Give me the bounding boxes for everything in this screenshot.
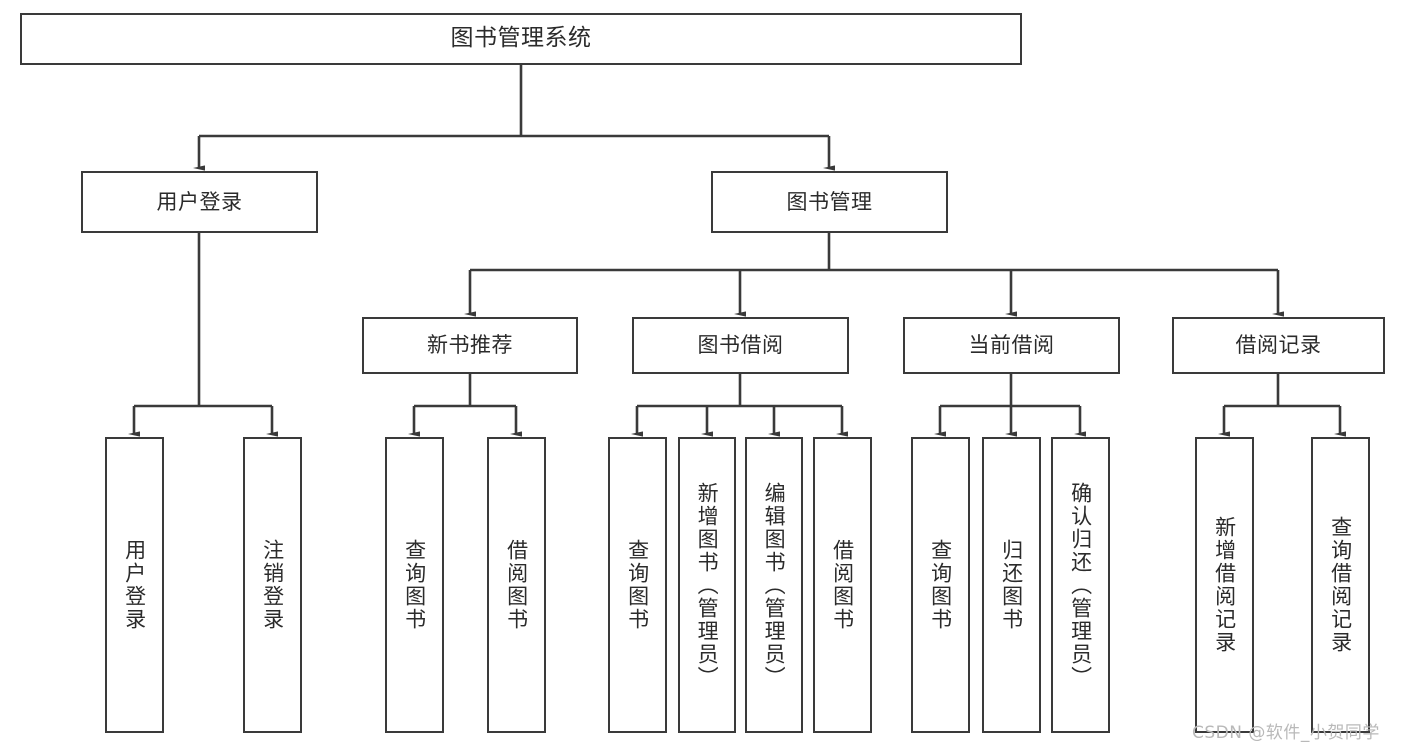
node-leaf-edit-book-label: 编辑图书（管理员） (762, 481, 787, 689)
node-leaf-logout[interactable]: 注销登录 (243, 437, 302, 733)
node-leaf-borrow-book-2[interactable]: 借阅图书 (813, 437, 872, 733)
node-current-borrow[interactable]: 当前借阅 (903, 317, 1120, 374)
node-book-borrow-label: 图书借阅 (697, 333, 784, 358)
node-user-login[interactable]: 用户登录 (81, 171, 318, 233)
node-leaf-user-login[interactable]: 用户登录 (105, 437, 164, 733)
node-leaf-query-record-label: 查询借阅记录 (1328, 516, 1353, 654)
node-leaf-borrow-book-2-label: 借阅图书 (830, 539, 855, 631)
node-leaf-query-record[interactable]: 查询借阅记录 (1311, 437, 1370, 733)
node-leaf-add-book-label: 新增图书（管理员） (695, 481, 720, 689)
node-leaf-borrow-book-1[interactable]: 借阅图书 (487, 437, 546, 733)
node-leaf-query-book-2[interactable]: 查询图书 (608, 437, 667, 733)
node-root[interactable]: 图书管理系统 (20, 13, 1022, 65)
csdn-watermark: CSDN @软件_小贺同学 (1192, 723, 1380, 743)
node-book-borrow[interactable]: 图书借阅 (632, 317, 849, 374)
node-user-login-label: 用户登录 (156, 189, 243, 214)
node-leaf-query-book-1-label: 查询图书 (402, 539, 427, 631)
node-leaf-return-book-label: 归还图书 (999, 539, 1024, 631)
node-leaf-edit-book[interactable]: 编辑图书（管理员） (745, 437, 803, 733)
node-current-borrow-label: 当前借阅 (968, 333, 1055, 358)
node-book-manage[interactable]: 图书管理 (711, 171, 948, 233)
node-borrow-record-label: 借阅记录 (1235, 333, 1322, 358)
node-leaf-user-login-label: 用户登录 (122, 539, 147, 631)
node-leaf-borrow-book-1-label: 借阅图书 (504, 539, 529, 631)
node-borrow-record[interactable]: 借阅记录 (1172, 317, 1385, 374)
node-root-label: 图书管理系统 (450, 25, 592, 52)
node-leaf-add-book[interactable]: 新增图书（管理员） (678, 437, 736, 733)
node-leaf-query-book-2-label: 查询图书 (625, 539, 650, 631)
node-new-book-recommend-label: 新书推荐 (427, 333, 513, 358)
node-leaf-return-book[interactable]: 归还图书 (982, 437, 1041, 733)
node-leaf-add-record-label: 新增借阅记录 (1212, 516, 1237, 654)
node-leaf-query-book-3-label: 查询图书 (928, 539, 953, 631)
node-new-book-recommend[interactable]: 新书推荐 (362, 317, 578, 374)
node-leaf-query-book-1[interactable]: 查询图书 (385, 437, 444, 733)
node-leaf-confirm-return[interactable]: 确认归还（管理员） (1051, 437, 1110, 733)
node-leaf-confirm-return-label: 确认归还（管理员） (1068, 481, 1093, 689)
node-leaf-query-book-3[interactable]: 查询图书 (911, 437, 970, 733)
node-leaf-logout-label: 注销登录 (260, 539, 285, 631)
node-leaf-add-record[interactable]: 新增借阅记录 (1195, 437, 1254, 733)
node-book-manage-label: 图书管理 (786, 189, 873, 214)
